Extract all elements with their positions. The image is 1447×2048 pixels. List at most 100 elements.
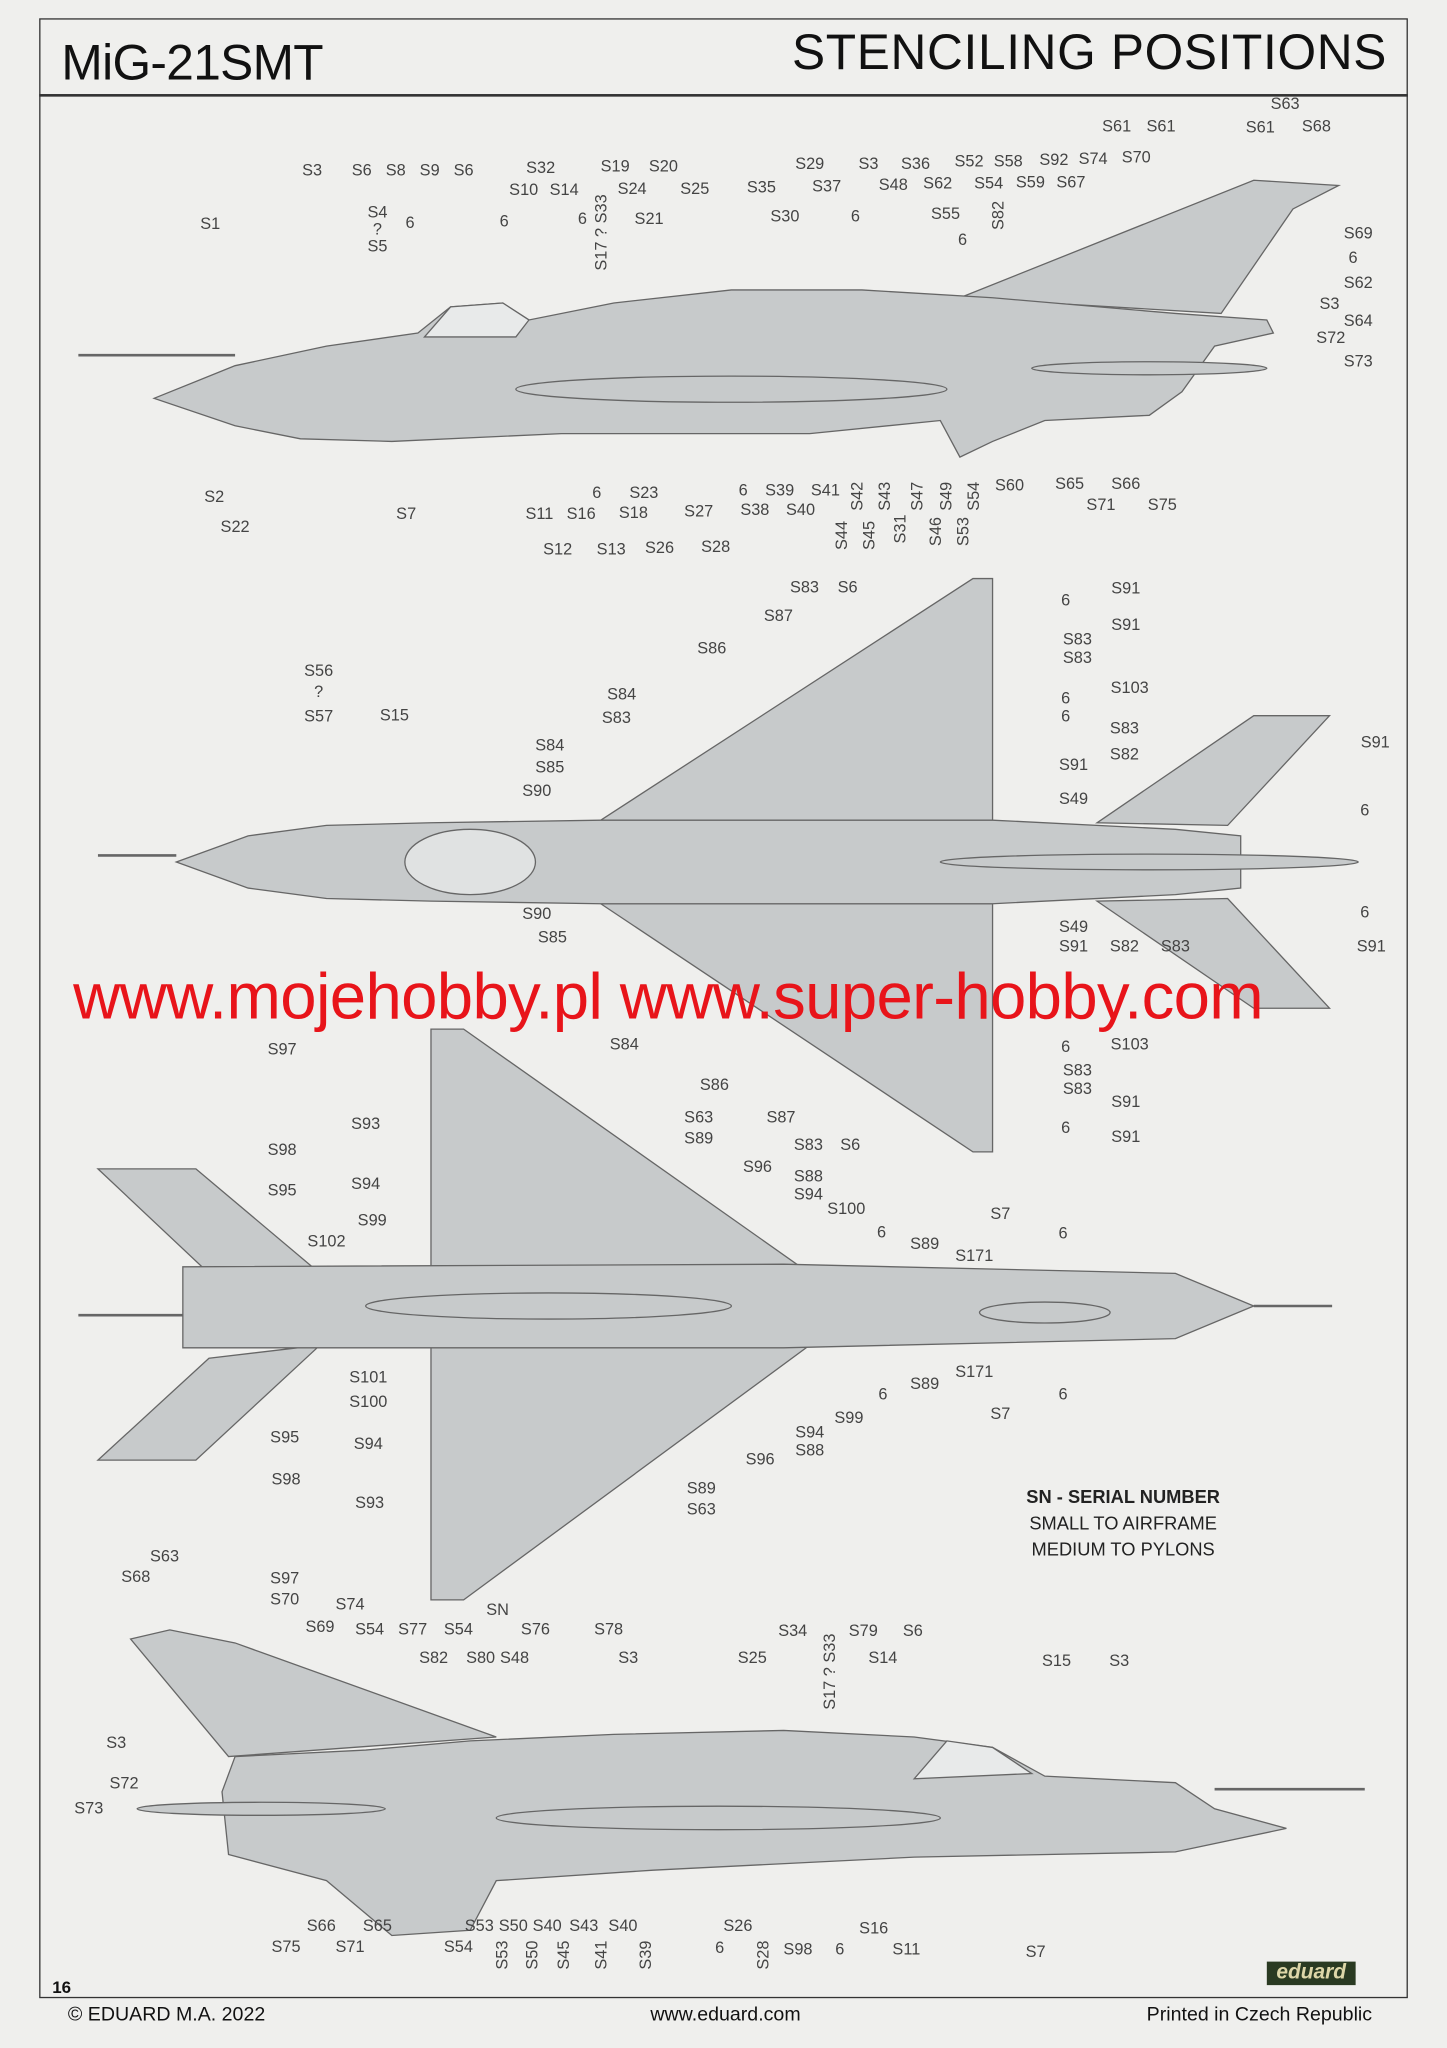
stencil-label: 6 (1360, 903, 1370, 922)
stencil-label: S97 (270, 1569, 300, 1588)
stencil-label: S2 (204, 487, 225, 507)
stencil-label: S54 (355, 1620, 385, 1639)
model-title: MiG-21SMT (61, 36, 323, 92)
stencil-label: S28 (754, 1940, 773, 1970)
aircraft-side-view-left (78, 179, 1342, 458)
stencil-label: S58 (993, 152, 1023, 171)
stencil-label: 6 (835, 1940, 845, 1959)
stencil-label: S77 (398, 1620, 428, 1639)
stencil-label: 6 (1061, 688, 1071, 708)
stencil-label: S68 (121, 1567, 151, 1587)
stencil-label: S83 (1062, 1079, 1092, 1098)
stencil-label: S49 (937, 481, 956, 511)
stencil-label: S15 (379, 705, 409, 725)
stencil-label: S72 (1316, 328, 1346, 347)
stencil-label: S10 (509, 180, 539, 200)
stencil-label: S47 (908, 481, 927, 511)
website: www.eduard.com (650, 2003, 801, 2026)
stencil-label: S7 (990, 1204, 1011, 1224)
stencil-label: S1 (200, 214, 221, 234)
stencil-label: S19 (600, 157, 630, 176)
stencil-label: S62 (1343, 273, 1373, 292)
stencil-label: S171 (955, 1362, 994, 1382)
stencil-label: S63 (686, 1499, 716, 1519)
stencil-label: S91 (1111, 1127, 1141, 1147)
stencil-label: S65 (362, 1916, 392, 1935)
stencil-label: S95 (270, 1428, 300, 1447)
stencil-label: S93 (355, 1493, 385, 1512)
stencil-label: ? (372, 220, 382, 239)
stencil-label: S99 (357, 1211, 387, 1230)
stencil-label: S50 (498, 1916, 528, 1935)
stencil-label: S96 (745, 1450, 775, 1469)
stencil-label: S41 (592, 1940, 611, 1970)
stencil-label: S18 (618, 503, 648, 522)
stencil-label: S65 (1055, 474, 1085, 494)
stencil-label: 6 (1061, 707, 1071, 726)
stencil-label: S89 (910, 1234, 940, 1254)
stencil-label: 6 (878, 1385, 888, 1404)
stencil-label: S85 (535, 758, 565, 777)
aircraft-side-view-right (129, 1629, 1365, 1937)
stencil-label: S69 (305, 1617, 335, 1636)
stencil-label: S78 (594, 1620, 624, 1639)
stencil-label: S62 (923, 174, 953, 193)
stencil-label: S3 (618, 1648, 639, 1668)
stencil-label: S26 (723, 1916, 753, 1935)
stencil-label: S63 (150, 1546, 180, 1566)
stencil-label: 6 (957, 230, 968, 249)
stencil-label: S6 (840, 1135, 861, 1154)
stencil-label: 6 (1360, 801, 1370, 820)
stencil-label: S48 (878, 175, 908, 194)
stencil-label: S30 (770, 207, 800, 226)
stencil-label: S84 (609, 1035, 639, 1054)
stencil-label: S6 (902, 1621, 923, 1640)
stencil-label: S84 (535, 735, 565, 755)
stencil-label: S53 (464, 1916, 494, 1935)
stencil-label: S6 (453, 161, 474, 180)
note-line: MEDIUM TO PYLONS (1031, 1538, 1215, 1560)
stencil-label: S56 (304, 661, 334, 680)
stencil-label: S171 (955, 1246, 994, 1265)
stencil-label: S32 (526, 158, 556, 177)
stencil-label: S7 (990, 1404, 1011, 1423)
stencil-label: S17 ? S33 (592, 194, 611, 271)
stencil-label: S89 (686, 1479, 716, 1498)
stencil-label: S85 (537, 927, 567, 947)
stencil-label: S38 (740, 500, 770, 520)
stencil-label: S76 (520, 1620, 550, 1639)
stencil-label: S68 (1301, 116, 1331, 136)
stencil-label: S83 (601, 708, 631, 727)
stencil-label: S63 (1270, 94, 1300, 113)
stencil-label: 6 (592, 483, 602, 503)
stencil-label: S100 (349, 1392, 388, 1412)
stencil-label: S89 (910, 1374, 940, 1393)
stencil-label: S25 (737, 1648, 767, 1668)
stencil-label: 6 (1061, 1118, 1071, 1137)
stencil-label: S91 (1356, 937, 1386, 956)
stencil-label: S50 (523, 1940, 542, 1970)
stencil-label: 6 (1058, 1385, 1068, 1404)
stencil-label: 6 (1061, 1037, 1071, 1056)
stencil-label: S35 (746, 178, 776, 197)
stencil-label: S83 (789, 577, 820, 597)
stencil-label: S24 (617, 179, 647, 198)
page-frame (39, 18, 1408, 1999)
stencil-label: S94 (793, 1185, 823, 1204)
stencil-label: S61 (1102, 116, 1132, 136)
stencil-label: S73 (74, 1799, 104, 1818)
stencil-label: S29 (795, 154, 825, 174)
stencil-label: S75 (271, 1937, 301, 1956)
stencil-label: 6 (499, 212, 509, 231)
stencil-label: S25 (680, 179, 710, 198)
stencil-label: S61 (1245, 118, 1275, 137)
stencil-label: S43 (569, 1916, 599, 1935)
stencil-label: S91 (1111, 615, 1141, 635)
stencil-label: S91 (1111, 1092, 1141, 1111)
stencil-label: S74 (335, 1595, 365, 1614)
stencil-label: S82 (1109, 937, 1139, 956)
stencil-label: S14 (868, 1648, 898, 1668)
stencil-label: S40 (786, 500, 816, 520)
stencil-label: S54 (974, 174, 1004, 193)
aircraft-top-view (97, 577, 1359, 1153)
